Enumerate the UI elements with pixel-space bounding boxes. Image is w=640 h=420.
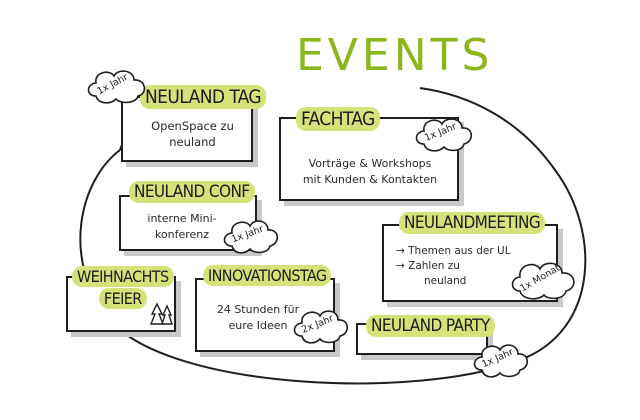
- node-description: OpenSpace zu neuland: [140, 118, 245, 150]
- node-title: NEULAND PARTY: [366, 315, 495, 337]
- frequency-cloud: 2x Jahr: [290, 306, 352, 346]
- description-line: konferenz: [154, 228, 210, 241]
- frequency-cloud: 1x Jahr: [220, 216, 282, 256]
- description-line: eure Ideen: [228, 319, 288, 332]
- node-title: NEULANDMEETING: [399, 212, 546, 234]
- node-description: interne Mini- konferenz: [132, 211, 232, 243]
- description-line: neuland: [169, 135, 216, 149]
- node-description: 24 Stunden für eure Ideen: [203, 302, 313, 334]
- title-highlight: FEIER: [98, 288, 147, 309]
- title-highlight: NEULAND TAG: [140, 85, 267, 109]
- description-line: 24 Stunden für: [216, 303, 300, 316]
- title-highlight: NEULANDMEETING: [399, 212, 546, 234]
- node-title: NEULAND CONF: [129, 181, 255, 203]
- title-highlight: INNOVATIONSTAG: [203, 265, 332, 286]
- frequency-cloud: 1x Jahr: [470, 340, 532, 380]
- description-line: interne Mini-: [147, 212, 217, 225]
- node-title: INNOVATIONSTAG: [203, 265, 332, 286]
- title-highlight: NEULAND CONF: [129, 181, 255, 203]
- node-title: WEIHNACHTS FEIER: [72, 266, 174, 310]
- page-title: EVENTS: [296, 30, 494, 81]
- description-line: OpenSpace zu: [151, 119, 234, 133]
- description-line: neuland: [424, 275, 467, 287]
- node-title: NEULAND TAG: [140, 85, 267, 109]
- description-line: Vorträge & Workshops: [308, 157, 432, 170]
- node-title: FACHTAG: [296, 107, 380, 131]
- description-line: → Themen aus der UL: [396, 245, 511, 257]
- frequency-cloud: 1x Jahr: [412, 114, 476, 154]
- tree-icon: [150, 302, 173, 325]
- node-description: → Themen aus der UL → Zahlen zu neuland: [396, 244, 546, 289]
- description-line: → Zahlen zu: [396, 260, 460, 272]
- frequency-cloud: 1x Monat: [508, 258, 580, 302]
- node-description: Vorträge & Workshops mit Kunden & Kontak…: [290, 156, 450, 188]
- title-highlight: NEULAND PARTY: [366, 315, 495, 337]
- frequency-cloud: 1x Jahr: [84, 66, 150, 106]
- title-highlight: FACHTAG: [296, 107, 380, 131]
- title-highlight: WEIHNACHTS: [72, 266, 174, 287]
- description-line: mit Kunden & Kontakten: [302, 173, 438, 186]
